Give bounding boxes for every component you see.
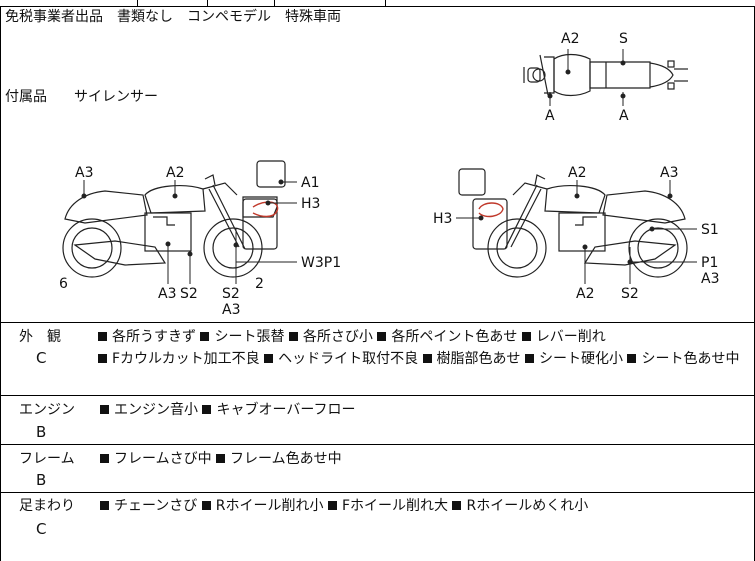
strip-divider: [274, 0, 275, 6]
left-two-label: 2: [255, 276, 264, 292]
list-item: ヘッドライト取付不良: [264, 351, 422, 367]
top-a-left-label: A: [545, 108, 555, 124]
suspension-label: 足まわり: [19, 498, 75, 514]
list-item: Fホイール削れ大: [327, 498, 453, 514]
suspension-items: チェーンさび Rホイール削れ小 Fホイール削れ大 Rホイールめくれ小: [100, 495, 755, 517]
left-a3-bottom-label: A3: [158, 286, 177, 302]
right-p1-label: P1: [701, 255, 719, 271]
list-item: フレーム色あせ中: [216, 451, 342, 467]
list-item: レバー削れ: [521, 329, 606, 345]
list-item: 樹脂部色あせ: [422, 351, 525, 367]
list-item: 各所うすきず: [98, 329, 200, 345]
top-strip: [0, 0, 755, 7]
list-item: シート硬化小: [525, 351, 627, 367]
frame-grade: B: [36, 471, 47, 489]
list-item: Rホイールめくれ小: [452, 498, 588, 514]
strip-divider: [385, 0, 386, 6]
list-item: チェーンさび: [100, 498, 202, 514]
left-s2-right-label: S2: [222, 286, 240, 302]
frame-label: フレーム: [19, 451, 75, 467]
list-item: Rホイール削れ小: [201, 498, 328, 514]
left-a1-label: A1: [301, 175, 320, 191]
right-a3-top-label: A3: [660, 165, 679, 181]
left-a3-top-label: A3: [75, 165, 94, 181]
right-s2-bottom-label: S2: [621, 286, 639, 302]
right-s1-label: S1: [701, 222, 719, 238]
accessories-label: 付属品: [5, 89, 47, 105]
left-w3p1-label: W3P1: [301, 255, 342, 271]
left-side-bike-diagram: [62, 160, 286, 278]
left-a3-under-label: A3: [222, 302, 241, 318]
section-divider: [0, 492, 755, 493]
top-a-right-label: A: [619, 108, 629, 124]
left-s2-mid-label: S2: [180, 286, 198, 302]
left-h3-label: H3: [301, 196, 321, 212]
left-a2-top-label: A2: [166, 165, 185, 181]
engine-items: エンジン音小 キャブオーバーフロー: [100, 399, 755, 421]
left-six-label: 6: [59, 276, 68, 292]
exterior-items: 各所うすきず シート張替 各所さび小 各所ペイント色あせ レバー削れ Fカウルカ…: [98, 326, 755, 370]
engine-grade: B: [36, 423, 47, 441]
frame-items: フレームさび中 フレーム色あせ中: [100, 448, 755, 470]
section-divider: [0, 322, 755, 323]
list-item: シート張替: [200, 329, 288, 345]
list-item: フレームさび中: [100, 451, 216, 467]
list-item: 各所さび小: [288, 329, 377, 345]
list-item: シート色あせ中: [627, 351, 739, 367]
list-item: エンジン音小: [100, 402, 202, 418]
list-item: 各所ペイント色あせ: [377, 329, 521, 345]
top-view-bike-diagram: [523, 53, 688, 97]
right-a2-top-label: A2: [568, 165, 587, 181]
right-h3-label: H3: [433, 211, 453, 227]
section-divider: [0, 444, 755, 445]
strip-divider: [207, 0, 208, 6]
list-item: Fカウルカット加工不良: [98, 351, 264, 367]
right-a2-bottom-label: A2: [576, 286, 595, 302]
top-a2-label: A2: [561, 31, 580, 47]
top-s-label: S: [619, 31, 628, 47]
condition-flags: 免税事業者出品 書類なし コンペモデル 特殊車両: [5, 9, 341, 25]
list-item: キャブオーバーフロー: [202, 402, 355, 418]
strip-divider: [137, 0, 138, 6]
exterior-label: 外 観: [19, 329, 61, 345]
accessories-value: サイレンサー: [74, 89, 158, 105]
exterior-grade: C: [36, 349, 47, 367]
suspension-grade: C: [36, 520, 47, 538]
right-a3-right-label: A3: [701, 271, 720, 287]
section-divider: [0, 395, 755, 396]
engine-label: エンジン: [19, 402, 75, 418]
